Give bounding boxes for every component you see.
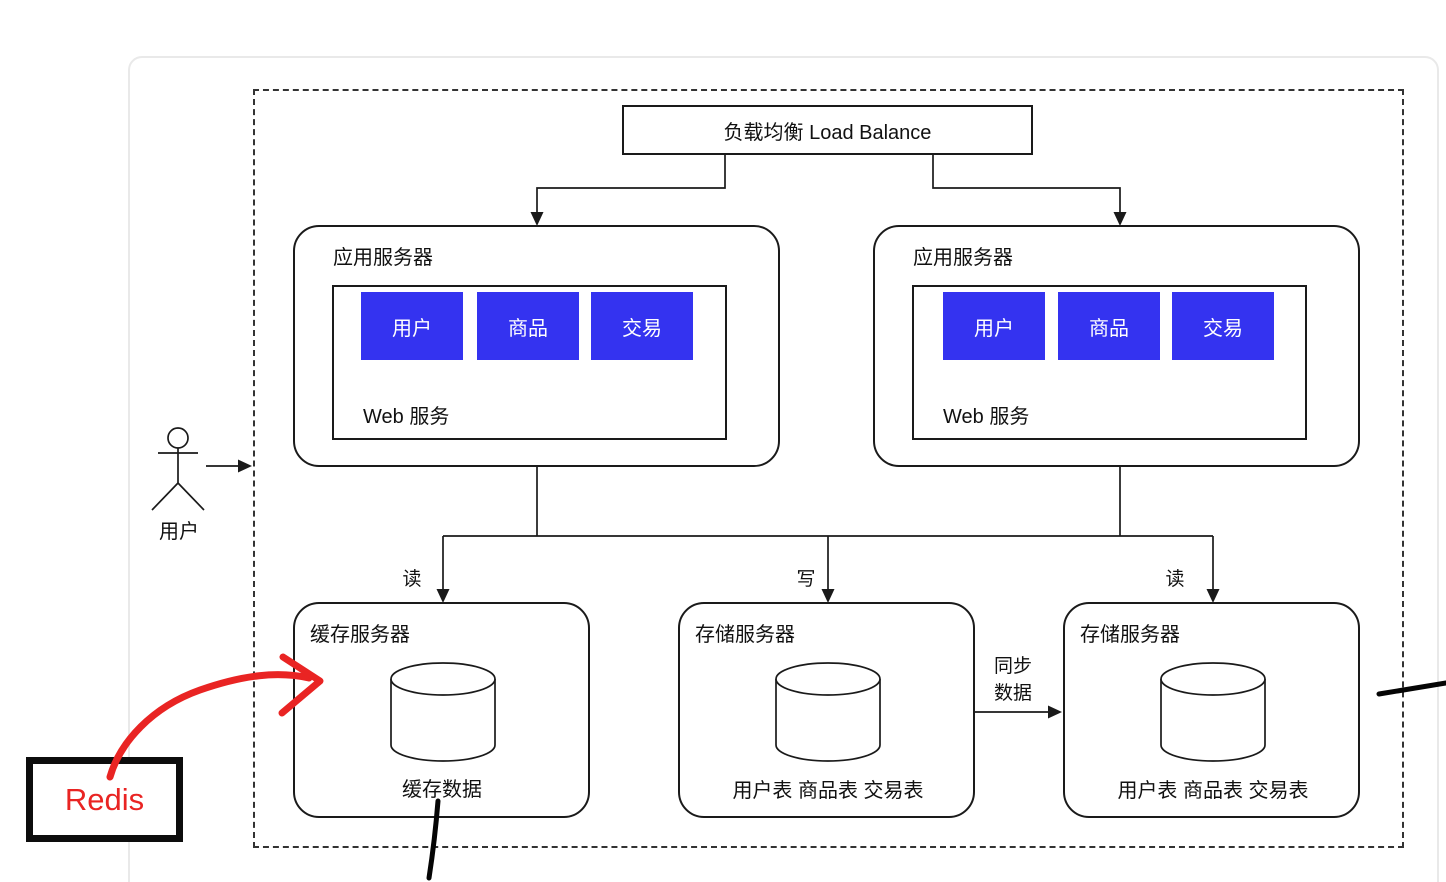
web-service-label-right: Web 服务 (943, 406, 1030, 428)
app-server-right-title: 应用服务器 (913, 247, 1013, 269)
slave-storage-title: 存储服务器 (1080, 624, 1180, 646)
cache-db-label: 缓存 (423, 717, 463, 738)
master-caption: 用户表 商品表 交易表 (732, 780, 924, 802)
sync-label-line1: 同步 (993, 656, 1033, 677)
app-server-left-title: 应用服务器 (333, 247, 433, 269)
redis-annotation-box: Redis (26, 757, 183, 842)
sync-label-line2: 数据 (993, 683, 1033, 704)
web-service-label-left: Web 服务 (363, 406, 450, 428)
module-product-right: 商品 (1058, 292, 1160, 360)
master-storage-title: 存储服务器 (695, 624, 795, 646)
module-user-left: 用户 (361, 292, 463, 360)
module-trade-left: 交易 (591, 292, 693, 360)
load-balancer-label: 负载均衡 Load Balance (723, 121, 932, 144)
module-trade-right: 交易 (1172, 292, 1274, 360)
edge-label-read-left: 读 (402, 569, 422, 590)
master-db-label: 主数据库 (789, 717, 867, 738)
module-product-left: 商品 (477, 292, 579, 360)
cache-server-title: 缓存服务器 (310, 624, 410, 646)
edge-label-write: 写 (796, 569, 816, 590)
cache-caption: 缓存数据 (402, 779, 482, 801)
slave-db-label: 从数据库 (1174, 717, 1252, 738)
redis-annotation-label: Redis (64, 781, 145, 817)
edge-label-read-right: 读 (1165, 569, 1185, 590)
module-user-right: 用户 (943, 292, 1045, 360)
load-balancer-node: 负载均衡 Load Balance (622, 105, 1033, 155)
user-actor-label: 用户 (159, 521, 199, 543)
slave-caption: 用户表 商品表 交易表 (1117, 780, 1309, 802)
system-boundary (253, 89, 1404, 848)
